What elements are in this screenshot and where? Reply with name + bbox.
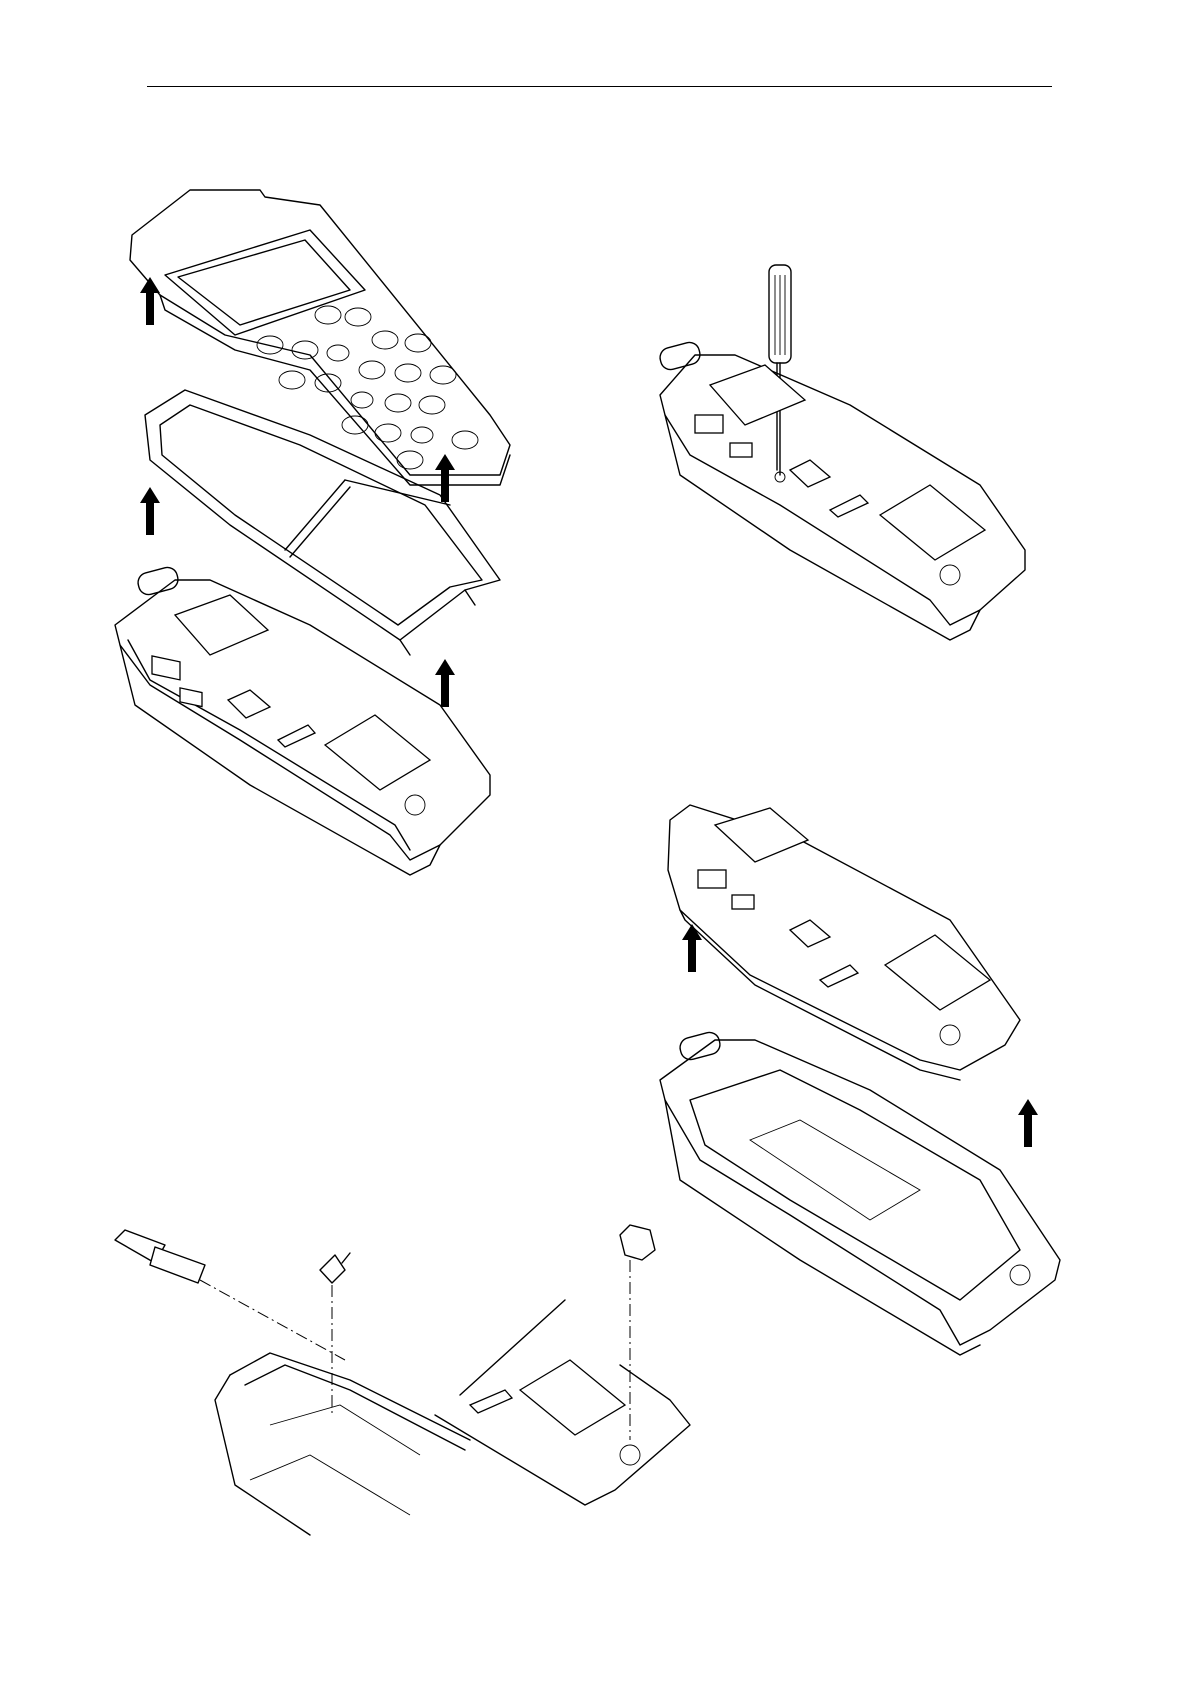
connector-detail	[435, 1300, 690, 1505]
screwdriver-icon	[769, 265, 791, 475]
shield-grid	[175, 595, 268, 655]
up-arrow-icon	[435, 659, 455, 707]
main-board	[668, 805, 1020, 1080]
contact-spring	[320, 1253, 350, 1283]
figure-antenna-contact-assembly	[110, 1225, 750, 1555]
sim-holder-cap	[620, 1225, 655, 1260]
up-arrow-icon	[682, 924, 702, 972]
up-arrow-icon	[1018, 1099, 1038, 1147]
up-arrow-icon	[140, 487, 160, 535]
header-rule	[147, 86, 1052, 87]
keypad-board	[130, 190, 510, 485]
figure-keypad-frame-removal	[110, 185, 550, 935]
housing-detail	[215, 1353, 470, 1535]
figure-screw-removal	[650, 265, 1080, 685]
antenna	[115, 1230, 205, 1283]
front-housing	[115, 565, 490, 875]
rear-housing	[658, 340, 1025, 640]
